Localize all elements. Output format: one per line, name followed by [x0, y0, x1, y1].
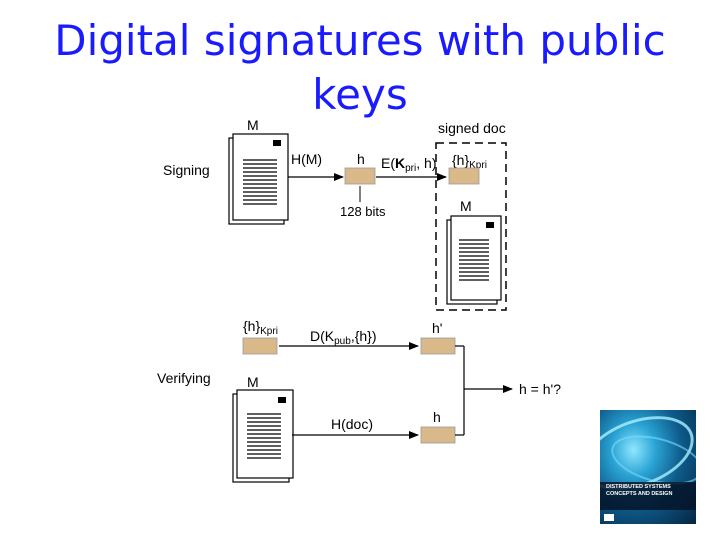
compare-connector: [455, 345, 465, 436]
slide-title: Digital signatures with public keys: [0, 14, 720, 122]
hprime-label: h': [432, 320, 442, 336]
decrypt-label: D(Kpub,{h}): [310, 328, 377, 347]
signed-doc-container: [435, 142, 507, 311]
verifying-label: Verifying: [157, 370, 211, 386]
publisher-logo-icon: [604, 514, 614, 521]
book-cover-image: DISTRIBUTED SYSTEMS CONCEPTS AND DESIGN: [600, 410, 696, 524]
compare-label: h = h'?: [519, 381, 561, 397]
signed-document: [446, 215, 502, 305]
slide-title-line-1: Digital signatures with public: [54, 16, 666, 65]
signing-doc-label: M: [247, 117, 259, 133]
cover-title: DISTRIBUTED SYSTEMS CONCEPTS AND DESIGN: [606, 484, 673, 497]
verify-doc-label: M: [247, 374, 259, 390]
verify-h-label: h: [433, 409, 441, 425]
slide-title-line-2: keys: [312, 70, 408, 119]
verify-signature-box: [242, 337, 278, 355]
signed-sig-label: {h}Kpri: [452, 152, 487, 171]
encrypt-label: E(Kpri, h): [381, 155, 436, 174]
verify-h-box: [420, 426, 456, 444]
digest-box: [344, 167, 376, 185]
hash-label: H(M): [291, 151, 322, 167]
signature-box: [448, 167, 480, 185]
signing-label: Signing: [163, 162, 210, 178]
digest-label: h: [357, 151, 365, 167]
signed-m-label: M: [460, 198, 472, 214]
signed-doc-label: signed doc: [438, 120, 506, 136]
hprime-box: [420, 337, 456, 355]
digest-size-label: 128 bits: [340, 204, 386, 219]
signing-document: [228, 133, 289, 225]
hash-doc-label: H(doc): [331, 416, 373, 432]
verify-sig-label: {h}Kpri: [243, 318, 278, 337]
cover-band: [600, 482, 696, 510]
verify-document: [232, 389, 294, 483]
